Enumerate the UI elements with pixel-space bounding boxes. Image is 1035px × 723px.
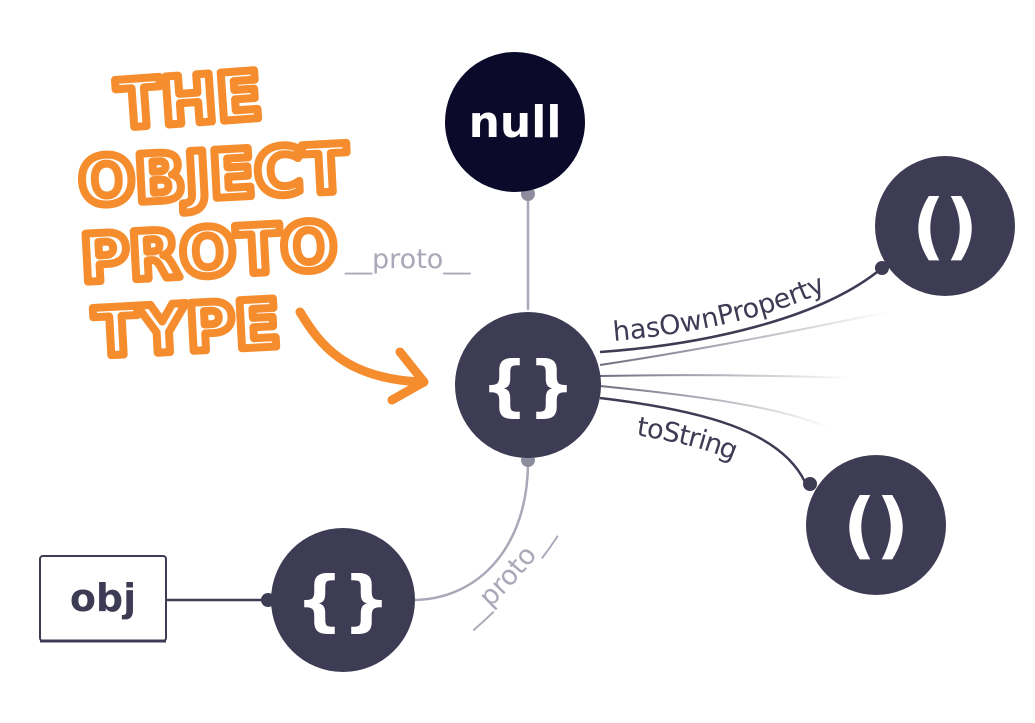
object-prototype-node-label: {} [481, 347, 575, 424]
edge-label-proto-top: __proto__ [344, 244, 471, 275]
edge-label-tostring: toString [635, 412, 742, 467]
edge-tostring [598, 396, 817, 491]
faded-property-lines [599, 311, 889, 431]
edge-obj-variable [166, 593, 275, 607]
tostring-function-node-label: () [843, 483, 909, 567]
null-node: null [445, 52, 585, 192]
tostring-function-node: () [806, 455, 946, 595]
annotation: THE OBJECT PROTO TYPE [73, 53, 429, 405]
annotation-line-1: THE [114, 57, 264, 144]
annotation-arrow [295, 307, 429, 405]
obj-object-node: {} [271, 528, 415, 672]
annotation-line-4: TYPE [92, 285, 282, 372]
annotation-line-2: OBJECT [77, 130, 350, 221]
null-node-label: null [469, 97, 562, 148]
annotation-line-3: PROTO [79, 208, 339, 298]
obj-variable-box: obj [39, 555, 167, 643]
hasownproperty-function-node: () [875, 156, 1015, 296]
edge-proto-top [521, 187, 535, 310]
object-prototype-node: {} [455, 312, 601, 458]
hasownproperty-function-node-label: () [912, 184, 978, 268]
obj-variable-label: obj [70, 576, 136, 620]
edge-hasownproperty [598, 261, 889, 354]
obj-object-node-label: {} [296, 562, 390, 639]
edge-label-proto-bottom: __proto__ [453, 519, 559, 632]
